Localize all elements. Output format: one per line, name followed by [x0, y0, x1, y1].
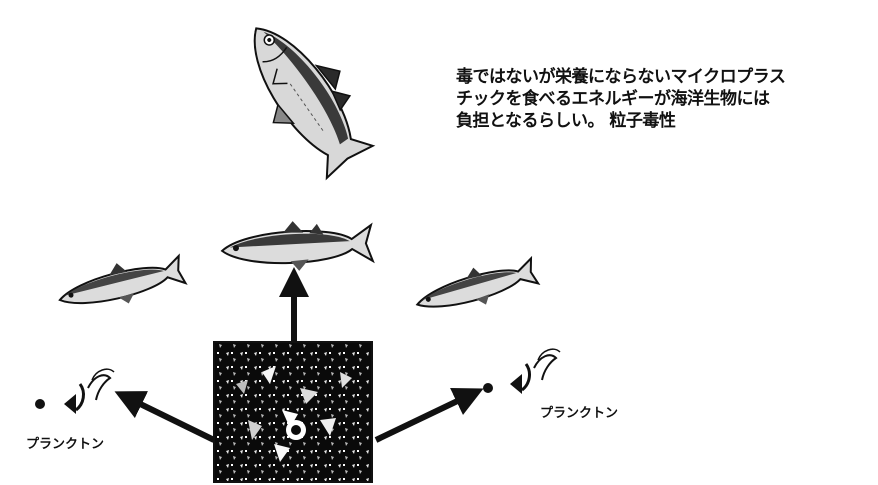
annotation-line: 毒ではないが栄養にならないマイクロプラス [456, 67, 786, 87]
annotation-line: 負担となるらしい。 粒子毒性 [456, 111, 676, 131]
fish-icon [58, 253, 188, 305]
annotation-line: チックを食べるエネルギーが海洋生物には [456, 89, 770, 109]
big-fish-icon [253, 27, 376, 181]
annotation-text: 毒ではないが栄養にならないマイクロプラス チックを食べるエネルギーが海洋生物には… [456, 66, 876, 132]
arrow-icon [114, 391, 216, 443]
fish-icon [415, 255, 541, 308]
arrow-icon [374, 387, 484, 443]
microplastic-icon [213, 341, 373, 483]
plankton-label-right: プランクトン [540, 406, 619, 421]
plankton-icon [483, 348, 561, 394]
fish-icon [220, 221, 375, 271]
plankton-label-left: プランクトン [26, 437, 105, 452]
plankton-icon [35, 368, 115, 414]
